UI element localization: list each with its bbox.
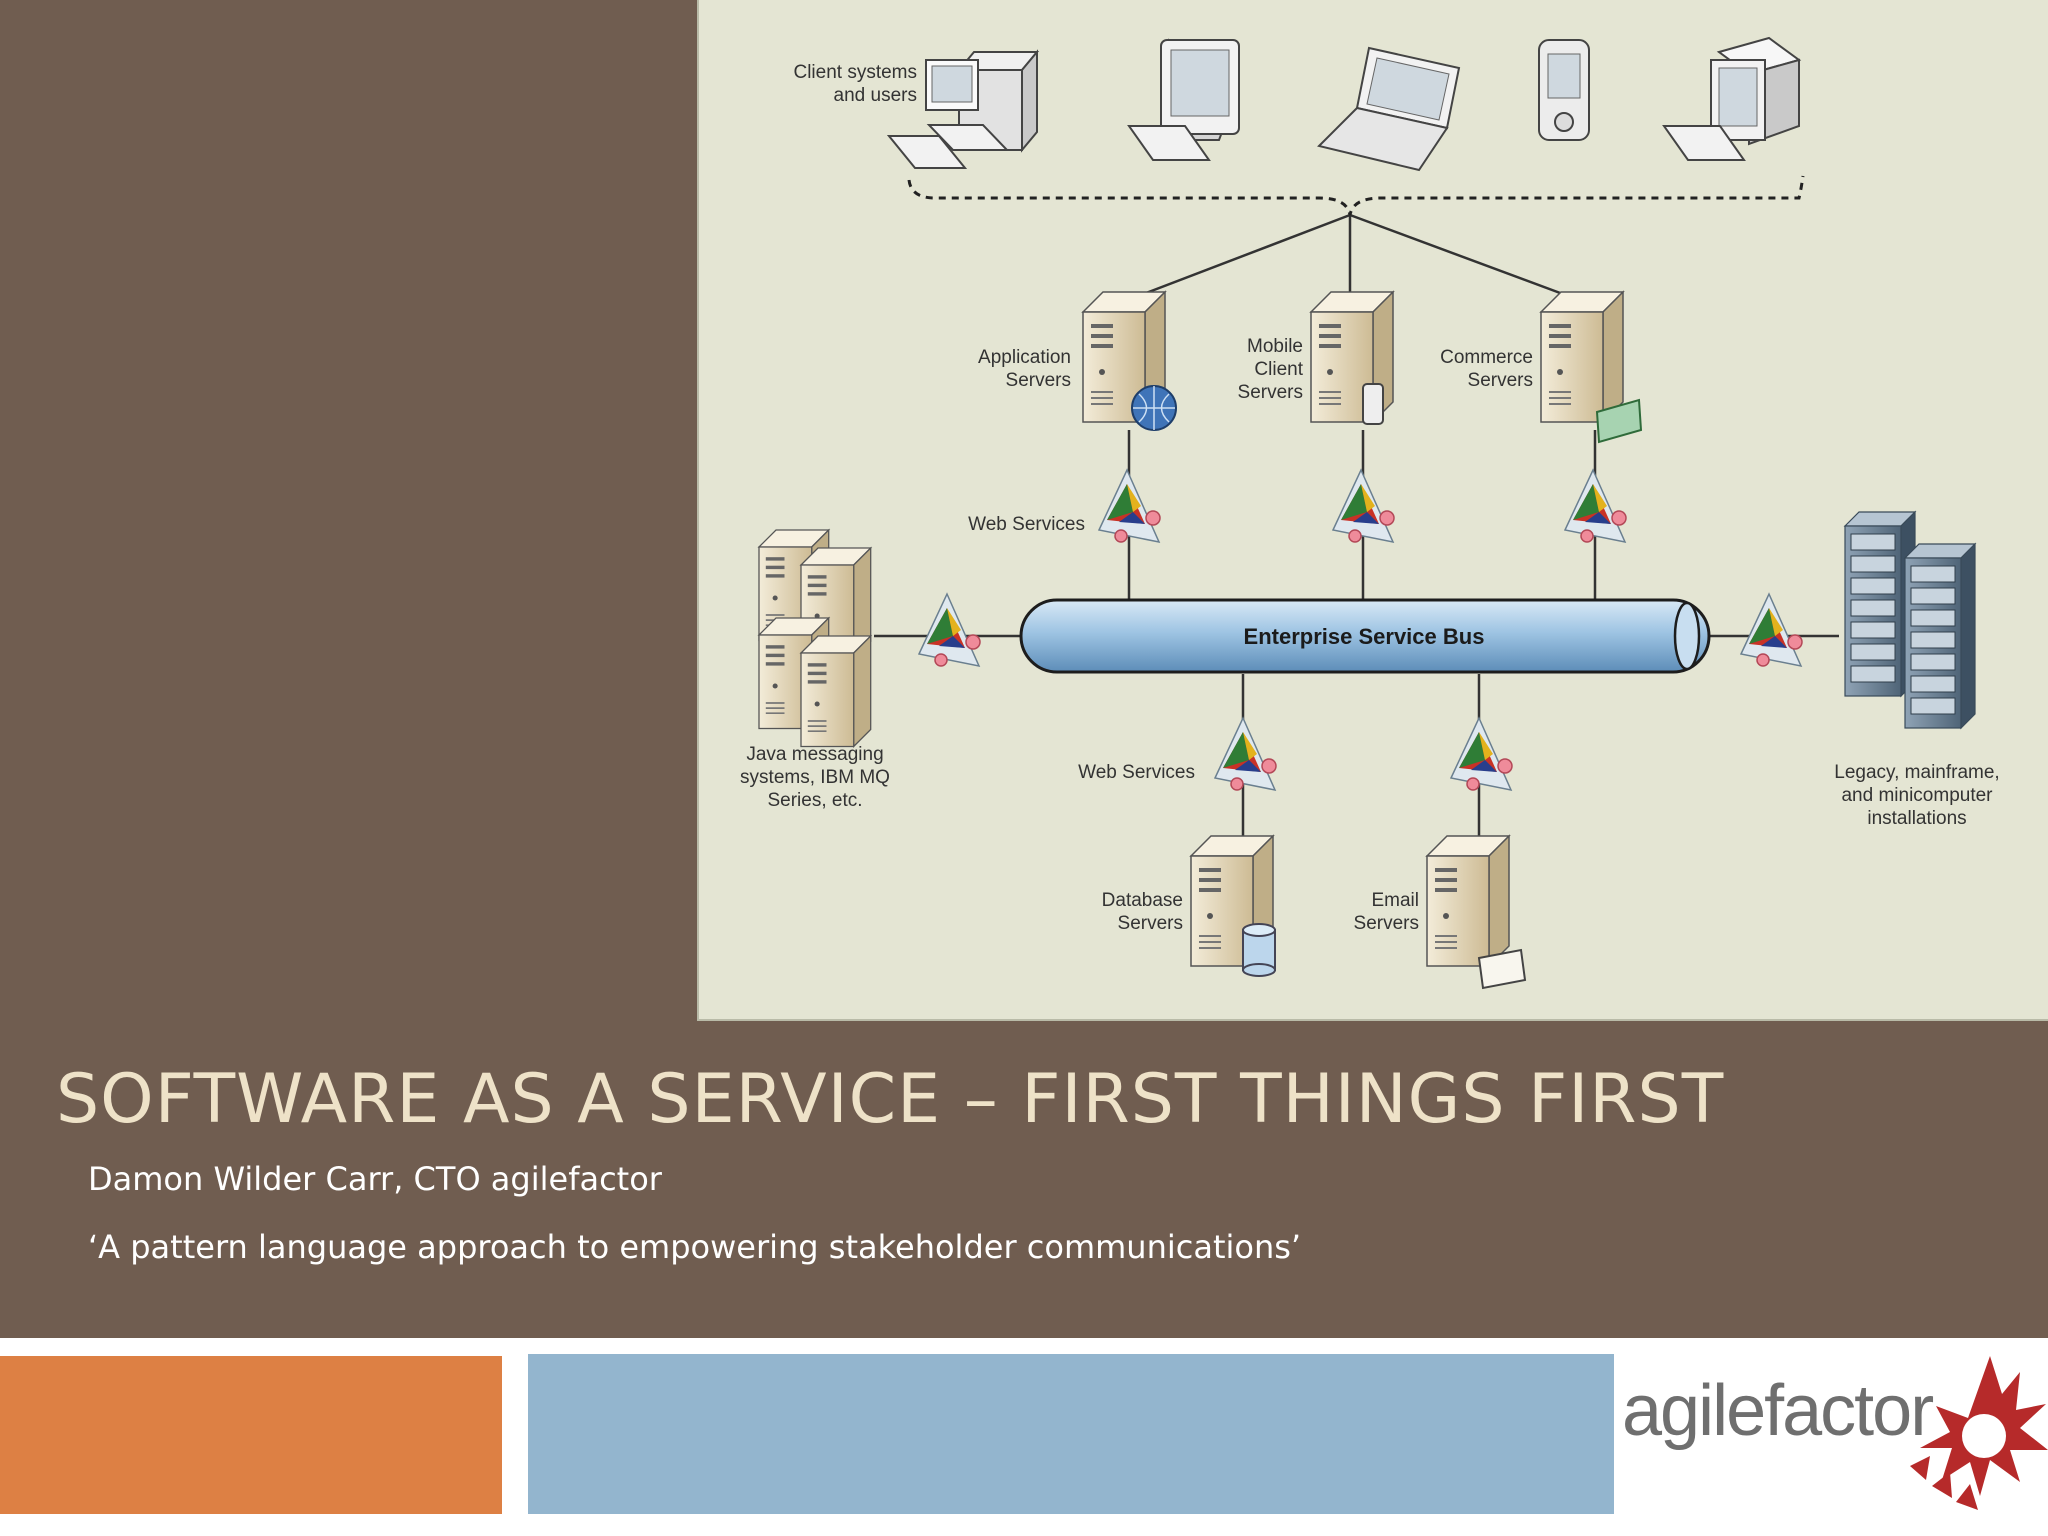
crt-monitor-icon [1127, 38, 1240, 161]
java-label-line1: Java messaging [746, 744, 883, 765]
web-service-connector-icon [1450, 717, 1513, 791]
phone-icon [1362, 383, 1384, 425]
web-services-label-top: Web Services [968, 514, 1085, 535]
slide-subtitle-tagline: ‘A pattern language approach to empoweri… [88, 1228, 1302, 1266]
mobile-servers-label-line3: Servers [1238, 382, 1303, 403]
legacy-label-line3: installations [1867, 808, 1966, 829]
application-servers-label-line2: Servers [1006, 370, 1071, 391]
client-label-line2: and users [834, 85, 917, 106]
email-server-icon [1426, 835, 1510, 967]
esb-label: Enterprise Service Bus [1244, 624, 1485, 649]
laptop-icon [1317, 46, 1461, 172]
slide-title: SOFTWARE AS A SERVICE – FIRST THINGS FIR… [56, 1060, 1725, 1139]
legacy-label-line1: Legacy, mainframe, [1834, 762, 1999, 783]
commerce-servers-label-line1: Commerce [1440, 347, 1533, 368]
legacy-label-line2: and minicomputer [1841, 785, 1993, 806]
pda-icon [1538, 39, 1590, 141]
client-label-line1: Client systems [793, 62, 917, 83]
mobile-servers-label-line2: Client [1254, 359, 1303, 380]
slide-subtitle-author: Damon Wilder Carr, CTO agilefactor [88, 1160, 662, 1198]
web-services-label-bottom: Web Services [1078, 762, 1195, 783]
money-icon [1595, 398, 1643, 444]
enterprise-service-bus-pipe [1019, 598, 1711, 674]
sunburst-logo-icon [1910, 1356, 2048, 1510]
legacy-mainframe-icon [1844, 511, 1976, 729]
email-servers-label-line2: Servers [1354, 913, 1419, 934]
email-servers-label-line1: Email [1371, 890, 1419, 911]
web-service-connector-icon [1214, 717, 1277, 791]
web-service-connector-icon [1740, 593, 1803, 667]
web-service-connector-icon [918, 593, 981, 667]
commerce-server-icon [1540, 291, 1624, 423]
orange-accent-bar [0, 1356, 502, 1514]
java-messaging-servers-icon [758, 529, 872, 748]
commerce-servers-label-line2: Servers [1468, 370, 1533, 391]
soa-architecture-diagram: Enterprise Service Bus Client systems an… [697, 0, 2048, 1021]
desktop-tower-icon [886, 49, 1040, 169]
database-cylinder-icon [1242, 923, 1276, 977]
web-service-connector-icon [1098, 469, 1161, 543]
logo-wordmark: agilefactor [1622, 1371, 1934, 1451]
java-label-line3: Series, etc. [767, 790, 862, 811]
application-servers-label-line1: Application [978, 347, 1071, 368]
web-service-connector-icon [1564, 469, 1627, 543]
web-service-connector-icon [1332, 469, 1395, 543]
database-servers-label-line1: Database [1102, 890, 1183, 911]
blue-accent-bar [528, 1354, 1614, 1514]
diagram-canvas: Enterprise Service Bus Client systems an… [740, 36, 2000, 990]
envelope-icon [1477, 948, 1527, 990]
mobile-servers-label-line1: Mobile [1247, 336, 1303, 357]
flat-monitor-icon [1662, 36, 1802, 161]
database-servers-label-line2: Servers [1118, 913, 1183, 934]
agilefactor-logo: agilefactor [1620, 1346, 2048, 1526]
java-label-line2: systems, IBM MQ [740, 767, 890, 788]
